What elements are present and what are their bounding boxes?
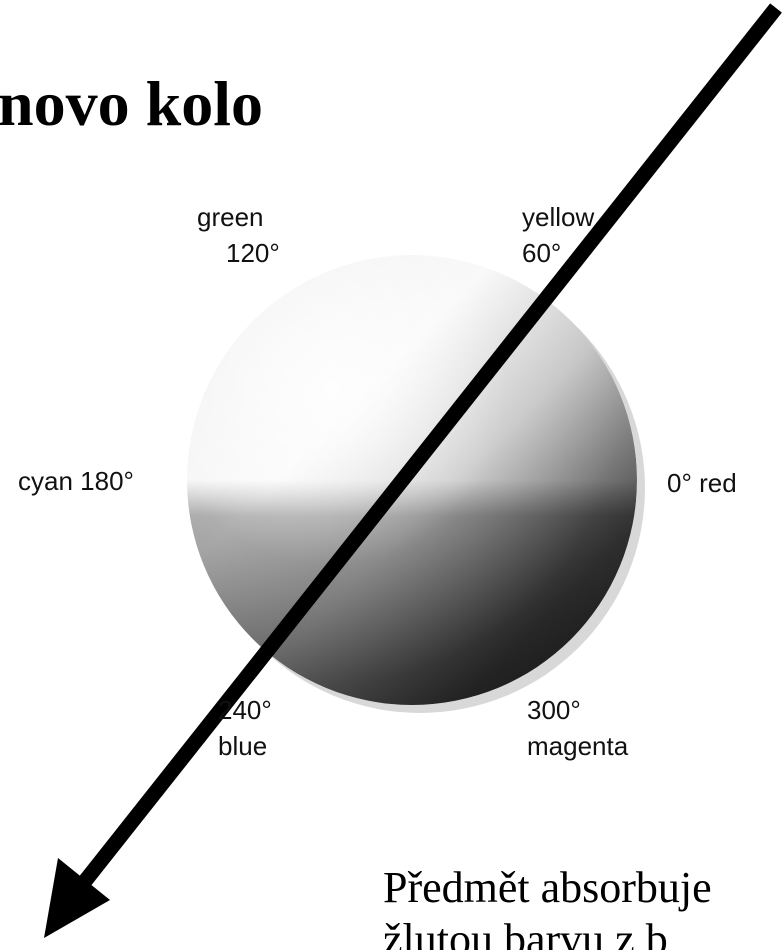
label-blue-angle: 240° — [218, 695, 272, 725]
caption-line-1: Předmět absorbuje — [383, 862, 712, 914]
caption-text: Předmět absorbuje žlutou barvu z b — [383, 862, 712, 950]
diagonal-arrow-line — [78, 8, 776, 890]
label-magenta-angle: 300° — [527, 695, 581, 725]
label-yellow: yellow — [522, 202, 594, 232]
caption-line-2: žlutou barvu z b — [383, 914, 712, 950]
label-yellow-angle: 60° — [522, 238, 561, 268]
label-magenta: magenta — [527, 731, 628, 761]
label-red: 0° red — [667, 468, 737, 498]
label-cyan: cyan 180° — [18, 466, 134, 496]
label-green: green — [197, 202, 264, 232]
label-green-angle: 120° — [226, 238, 280, 268]
label-blue: blue — [218, 731, 267, 761]
